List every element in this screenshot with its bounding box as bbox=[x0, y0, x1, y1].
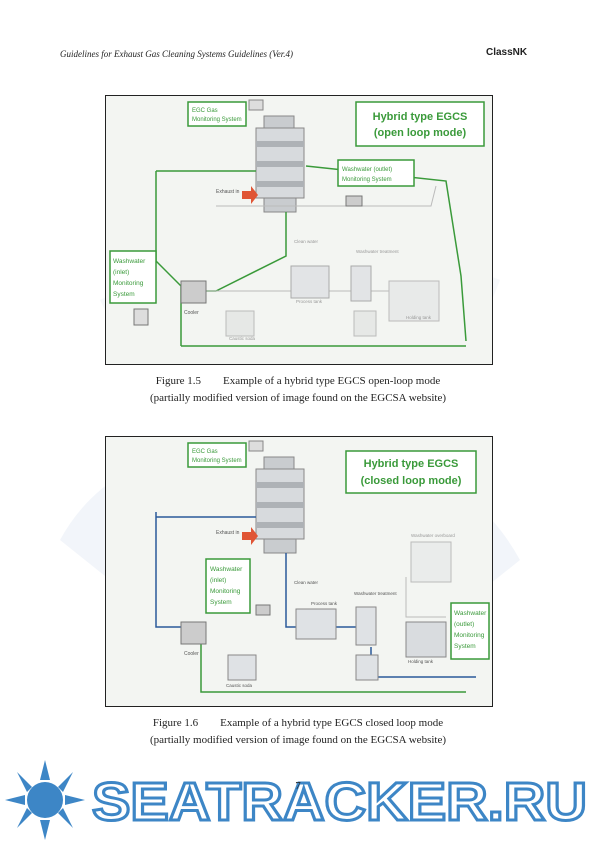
holding-tank-label: Holding tank bbox=[406, 315, 432, 320]
exh-gas-label-2: Monitoring System bbox=[192, 117, 242, 123]
holding-tank-label: Holding tank bbox=[408, 659, 434, 664]
wash-in-label-2: (inlet) bbox=[113, 269, 129, 276]
cooler-label: Cooler bbox=[184, 310, 199, 316]
exh-gas-label-1: EGC Gas bbox=[192, 449, 218, 455]
wash-in-label-2: (inlet) bbox=[210, 577, 226, 584]
fig1-title-line2: (open loop mode) bbox=[374, 127, 467, 139]
closed-loop-diagram: EGC Gas Monitoring System Hybrid type EG… bbox=[106, 437, 492, 706]
wash-in-label-1: Washwater bbox=[210, 566, 243, 573]
sun-icon bbox=[5, 760, 85, 840]
caustic-soda-label: Caustic soda bbox=[226, 683, 253, 688]
clean-water-label: Clean water bbox=[294, 239, 319, 244]
caption-source: (partially modified version of image fou… bbox=[149, 392, 447, 404]
exhaust-in-label: Exhaust in bbox=[216, 189, 240, 195]
fig2-title-line1: Hybrid type EGCS bbox=[364, 458, 459, 470]
wash-in-label-4: System bbox=[113, 291, 135, 298]
caption-number: Figure 1.5 bbox=[155, 375, 201, 387]
exh-gas-label-1: EGC Gas bbox=[192, 108, 218, 114]
caption-text: Example of a hybrid type EGCS closed loo… bbox=[220, 717, 444, 729]
figure-1-6-caption: Figure 1.6 Example of a hybrid type EGCS … bbox=[0, 715, 596, 749]
figure-open-loop: EGC Gas Monitoring System Hybrid type EG… bbox=[105, 95, 493, 365]
wash-out-label-3: Monitoring bbox=[454, 632, 485, 639]
caption-source: (partially modified version of image fou… bbox=[149, 734, 447, 746]
caption-text: Example of a hybrid type EGCS open-loop … bbox=[223, 375, 441, 387]
wash-out-label-2: (outlet) bbox=[454, 621, 474, 628]
wash-out-label-1: Washwater bbox=[454, 610, 487, 617]
wash-out-label-4: System bbox=[454, 643, 476, 650]
clean-water-label: Clean water bbox=[294, 580, 319, 585]
figure-closed-loop: EGC Gas Monitoring System Hybrid type EG… bbox=[105, 436, 493, 707]
document-header-title: Guidelines for Exhaust Gas Cleaning Syst… bbox=[60, 49, 293, 59]
wash-out-label-2: Monitoring System bbox=[342, 177, 392, 183]
wash-in-label-4: System bbox=[210, 599, 232, 606]
exh-gas-label-2: Monitoring System bbox=[192, 458, 242, 464]
watermark-text: SEATRACKER.RU bbox=[92, 772, 587, 832]
wash-in-label-1: Washwater bbox=[113, 258, 146, 265]
figure-1-5-caption: Figure 1.5 Example of a hybrid type EGCS … bbox=[0, 373, 596, 407]
process-tank-label: Process tank bbox=[296, 299, 323, 304]
fig2-title-line2: (closed loop mode) bbox=[361, 475, 462, 487]
process-tank-label: Process tank bbox=[311, 601, 338, 606]
washwater-treatment-label: Washwater treatment bbox=[354, 591, 397, 596]
cooler-label: Cooler bbox=[184, 651, 199, 657]
wash-in-label-3: Monitoring bbox=[210, 588, 241, 595]
washwater-treatment-label: Washwater treatment bbox=[356, 249, 399, 254]
caption-number: Figure 1.6 bbox=[152, 717, 199, 729]
exhaust-in-label: Exhaust in bbox=[216, 530, 240, 536]
seatracker-watermark: SEATRACKER.RU bbox=[5, 760, 589, 840]
wash-in-label-3: Monitoring bbox=[113, 280, 144, 287]
classnk-logo: ClassNK bbox=[486, 47, 528, 58]
page-number: 7 bbox=[295, 780, 301, 792]
wash-out-label-1: Washwater (outlet) bbox=[342, 167, 392, 173]
caustic-soda-label: Caustic soda bbox=[229, 336, 256, 341]
washwater-overboard-label: Washwater overboard bbox=[411, 533, 455, 538]
fig1-title-line1: Hybrid type EGCS bbox=[373, 111, 468, 123]
open-loop-diagram: EGC Gas Monitoring System Hybrid type EG… bbox=[106, 96, 492, 364]
